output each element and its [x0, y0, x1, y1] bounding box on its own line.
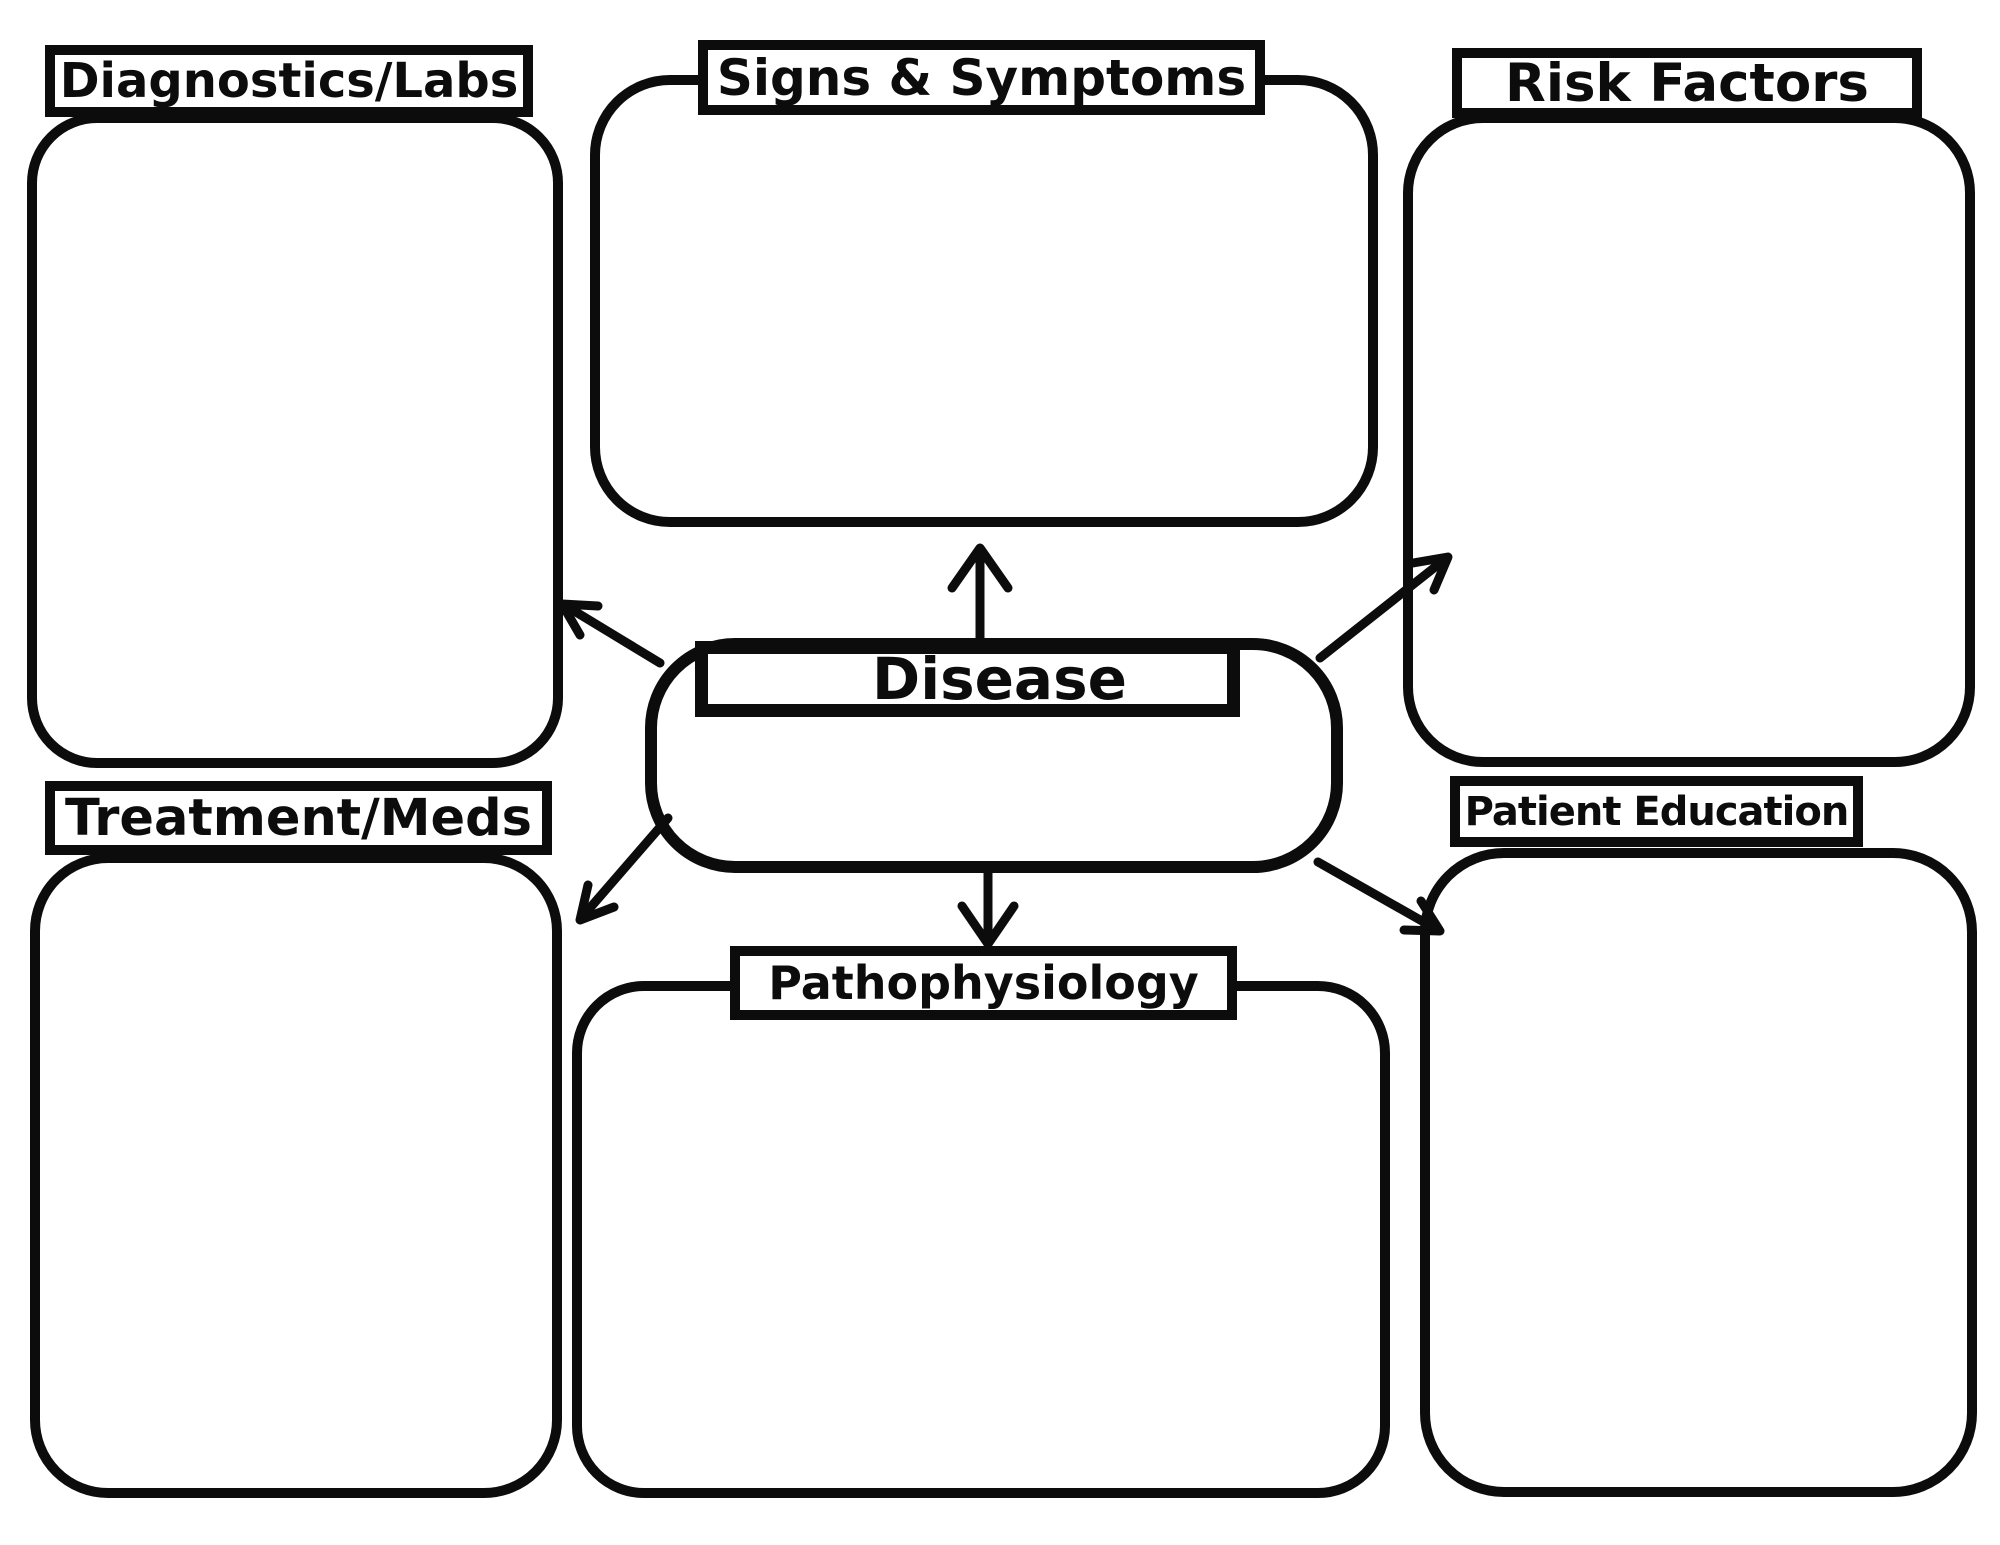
signs-symptoms-heading: Signs & Symptoms — [698, 40, 1265, 115]
diagnostics-labs-heading: Diagnostics/Labs — [45, 45, 533, 117]
arrow-up-left-icon — [557, 599, 665, 668]
treatment-meds-note-area[interactable] — [30, 853, 562, 1498]
arrow-up-right-icon — [1315, 552, 1453, 663]
risk-factors-heading-text: Risk Factors — [1505, 52, 1869, 114]
patient-education-note-area[interactable] — [1420, 848, 1977, 1497]
signs-symptoms-note-area[interactable] — [590, 75, 1378, 527]
risk-factors-note-area[interactable] — [1403, 113, 1975, 767]
treatment-meds-heading: Treatment/Meds — [45, 781, 552, 855]
disease-heading-text: Disease — [872, 645, 1127, 713]
patient-education-heading: Patient Education — [1450, 776, 1863, 847]
risk-factors-heading: Risk Factors — [1452, 48, 1922, 118]
arrow-down-right-icon — [1313, 857, 1445, 936]
diagnostics-labs-heading-text: Diagnostics/Labs — [59, 53, 519, 109]
arrow-up-icon — [947, 543, 1013, 645]
arrow-down-left-icon — [575, 813, 673, 925]
pathophysiology-heading-text: Pathophysiology — [768, 956, 1199, 1010]
pathophysiology-heading: Pathophysiology — [730, 946, 1237, 1020]
arrow-down-icon — [957, 868, 1019, 949]
patient-education-heading-text: Patient Education — [1464, 788, 1850, 835]
disease-heading: Disease — [695, 641, 1240, 717]
treatment-meds-heading-text: Treatment/Meds — [65, 788, 532, 848]
signs-symptoms-heading-text: Signs & Symptoms — [716, 48, 1247, 107]
diagnostics-note-area[interactable] — [27, 113, 563, 768]
